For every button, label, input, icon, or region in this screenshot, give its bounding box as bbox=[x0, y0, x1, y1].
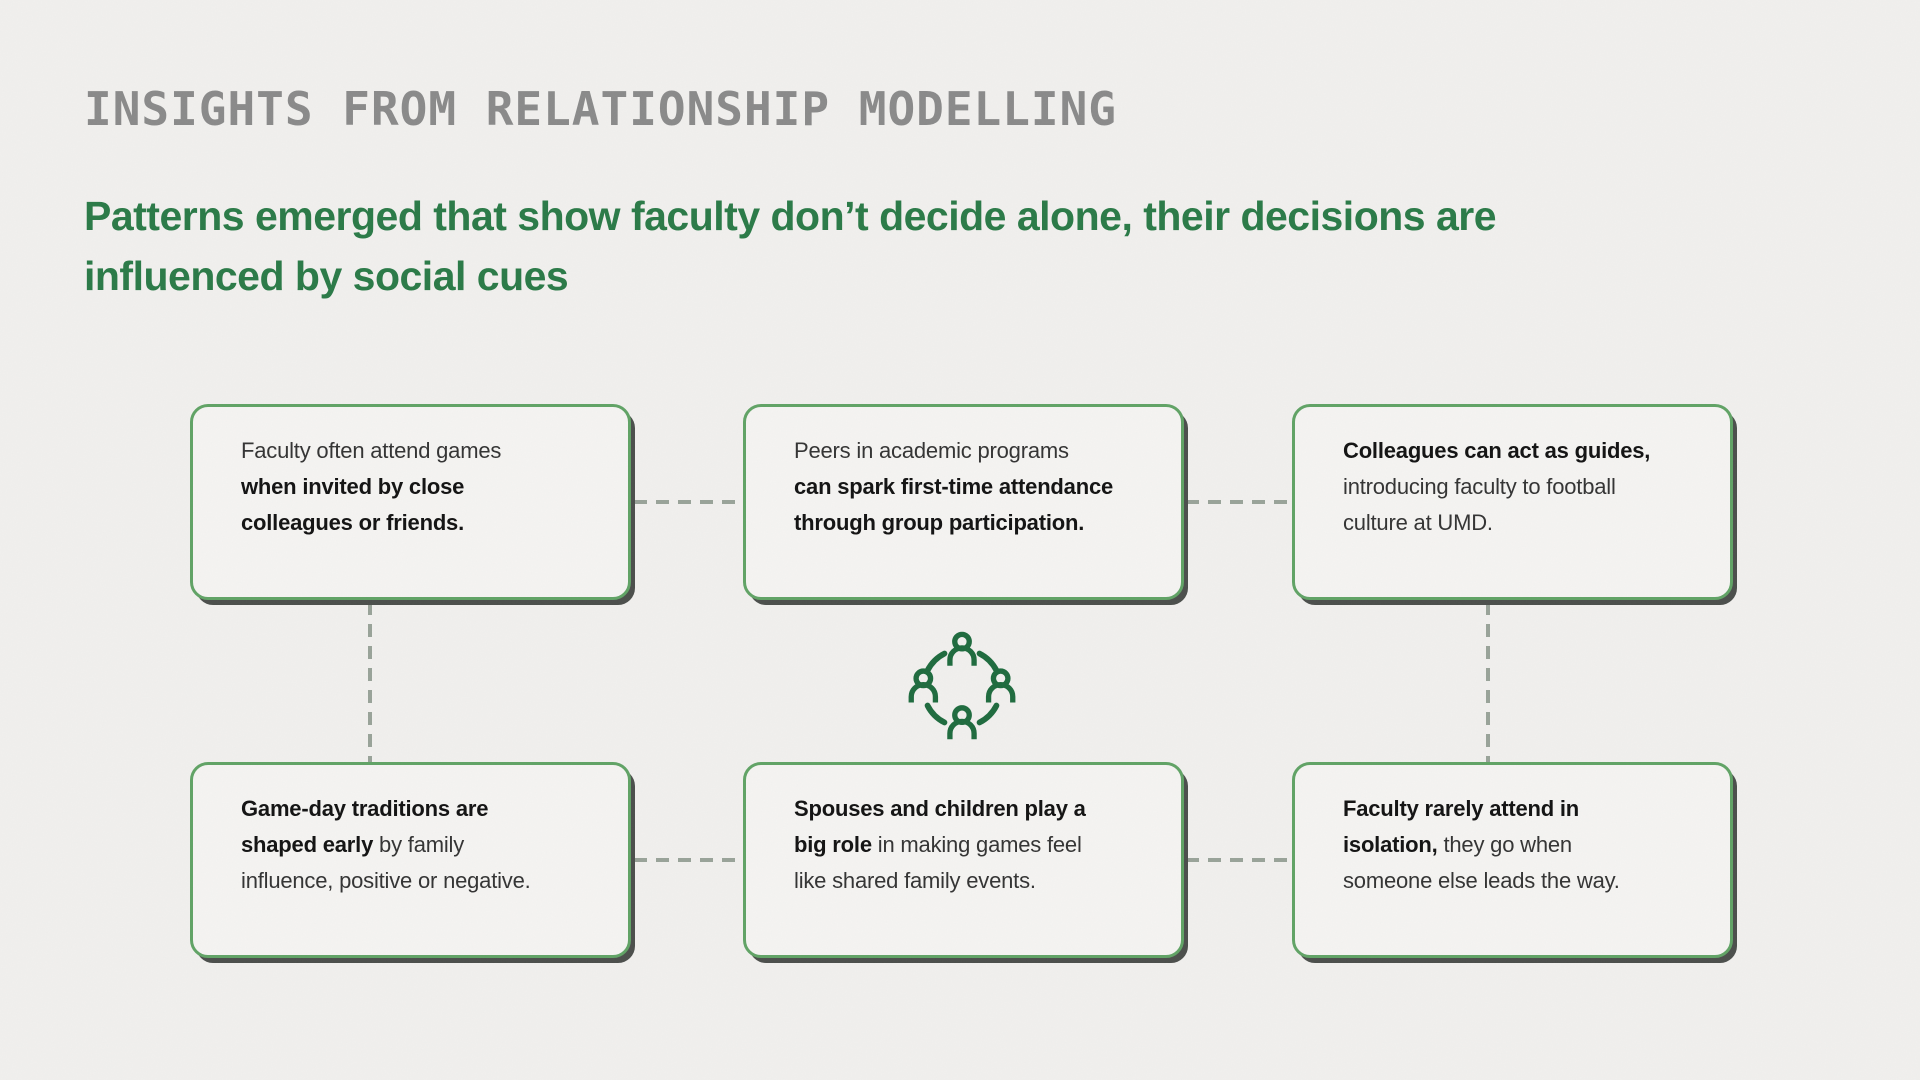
insight-text: Peers in academic programs can spark fir… bbox=[794, 438, 1114, 535]
insight-card-guides: Colleagues can act as guides, introducin… bbox=[1292, 404, 1733, 600]
insight-text: Game-day traditions are shaped early by … bbox=[241, 796, 531, 893]
people-circle-icon bbox=[908, 631, 1016, 740]
person-glyph bbox=[985, 668, 1016, 703]
person-glyph bbox=[947, 705, 977, 740]
insight-text: Faculty often attend games when invited … bbox=[241, 438, 502, 535]
insight-card-isolation: Faculty rarely attend in isolation, they… bbox=[1292, 762, 1733, 958]
insight-text: Faculty rarely attend in isolation, they… bbox=[1343, 796, 1620, 893]
insight-card-friends: Faculty often attend games when invited … bbox=[190, 404, 631, 600]
insight-card-traditions: Game-day traditions are shaped early by … bbox=[190, 762, 631, 958]
person-glyph bbox=[947, 631, 977, 666]
insight-text: Spouses and children play a big role in … bbox=[794, 796, 1086, 893]
insight-text: Colleagues can act as guides, introducin… bbox=[1343, 438, 1651, 535]
person-glyph bbox=[908, 668, 939, 703]
insight-card-family: Spouses and children play a big role in … bbox=[743, 762, 1184, 958]
insight-card-peers: Peers in academic programs can spark fir… bbox=[743, 404, 1184, 600]
